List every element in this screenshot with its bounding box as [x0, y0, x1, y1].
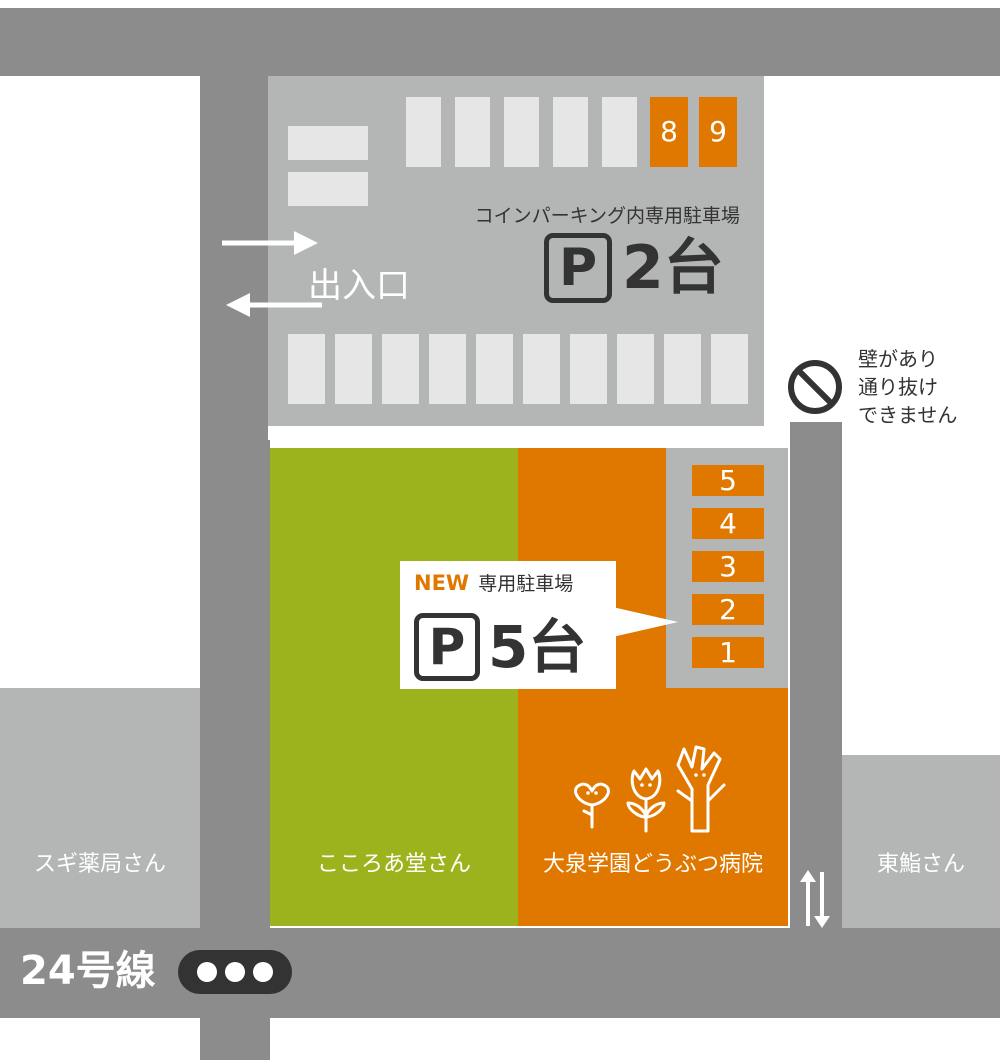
entrance-label: 出入口: [308, 266, 410, 306]
three-dots-icon: [178, 950, 292, 994]
label-higashi: 東鮨さん: [876, 852, 965, 877]
parking-slot: [602, 97, 637, 167]
new-parking-slot-2: 2: [692, 594, 764, 625]
no-entry-line: 壁があり: [858, 347, 938, 371]
parking-slot: [455, 97, 490, 167]
callout-pointer: [608, 606, 678, 638]
new-badge: NEW: [414, 571, 470, 595]
parking-slot: [288, 126, 368, 160]
parking-p-icon: P: [414, 613, 480, 681]
parking-slot: [429, 334, 466, 404]
parking-slot: [617, 334, 654, 404]
parking-slot: [711, 334, 748, 404]
parking-slot: [504, 97, 539, 167]
arrow-right-icon: [222, 231, 318, 255]
no-entry-note: 壁があり 通り抜け できません: [858, 345, 957, 429]
no-entry-icon: [788, 360, 842, 414]
bottom-road: [0, 928, 1000, 1018]
parking-slot: [406, 97, 441, 167]
new-parking-count-block: P 5台: [414, 613, 586, 681]
no-entry-line: 通り抜け: [858, 375, 938, 399]
parking-slot: [382, 334, 419, 404]
two-way-arrow-icon: [800, 870, 830, 928]
parking-slot: [570, 334, 607, 404]
arrow-left-icon: [226, 293, 322, 317]
coin-parking-name: コインパーキング内専用駐車場: [474, 205, 740, 227]
parking-slot: [288, 334, 325, 404]
parking-slot-8: 8: [650, 97, 688, 167]
parking-slot-9: 9: [699, 97, 737, 167]
callout-heading: NEW 専用駐車場: [414, 569, 573, 596]
new-parking-slot-4: 4: [692, 508, 764, 539]
parking-slot: [335, 334, 372, 404]
building-sugi: [0, 688, 200, 928]
new-parking-slot-5: 5: [692, 465, 764, 496]
hospital-tree-logo-icon: [574, 745, 726, 833]
new-parking-callout: NEW 専用駐車場 P 5台: [400, 561, 616, 689]
new-parking-slot-1: 1: [692, 637, 764, 668]
parking-slot: [664, 334, 701, 404]
no-entry-line: できません: [858, 403, 958, 427]
label-kokoro: こころあ堂さん: [316, 852, 471, 877]
top-road: [0, 8, 1000, 76]
coin-parking-count-block: P 2台: [544, 232, 749, 304]
right-alley: [790, 422, 842, 928]
parking-slot: [553, 97, 588, 167]
parking-slot: [476, 334, 513, 404]
building-higashi: [842, 755, 1000, 928]
parking-p-icon: P: [544, 233, 612, 303]
new-parking-count: 5台: [488, 613, 587, 681]
coin-parking-count: 2台: [622, 233, 724, 303]
route-name: 24号線: [20, 948, 156, 994]
left-vertical-road: [200, 76, 270, 1060]
new-parking-slot-3: 3: [692, 551, 764, 582]
label-hospital: 大泉学園どうぶつ病院: [542, 852, 763, 877]
new-parking-name: 専用駐車場: [478, 573, 574, 595]
parking-slot: [288, 172, 368, 206]
parking-slot: [523, 334, 560, 404]
label-sugi: スギ薬局さん: [33, 852, 166, 877]
